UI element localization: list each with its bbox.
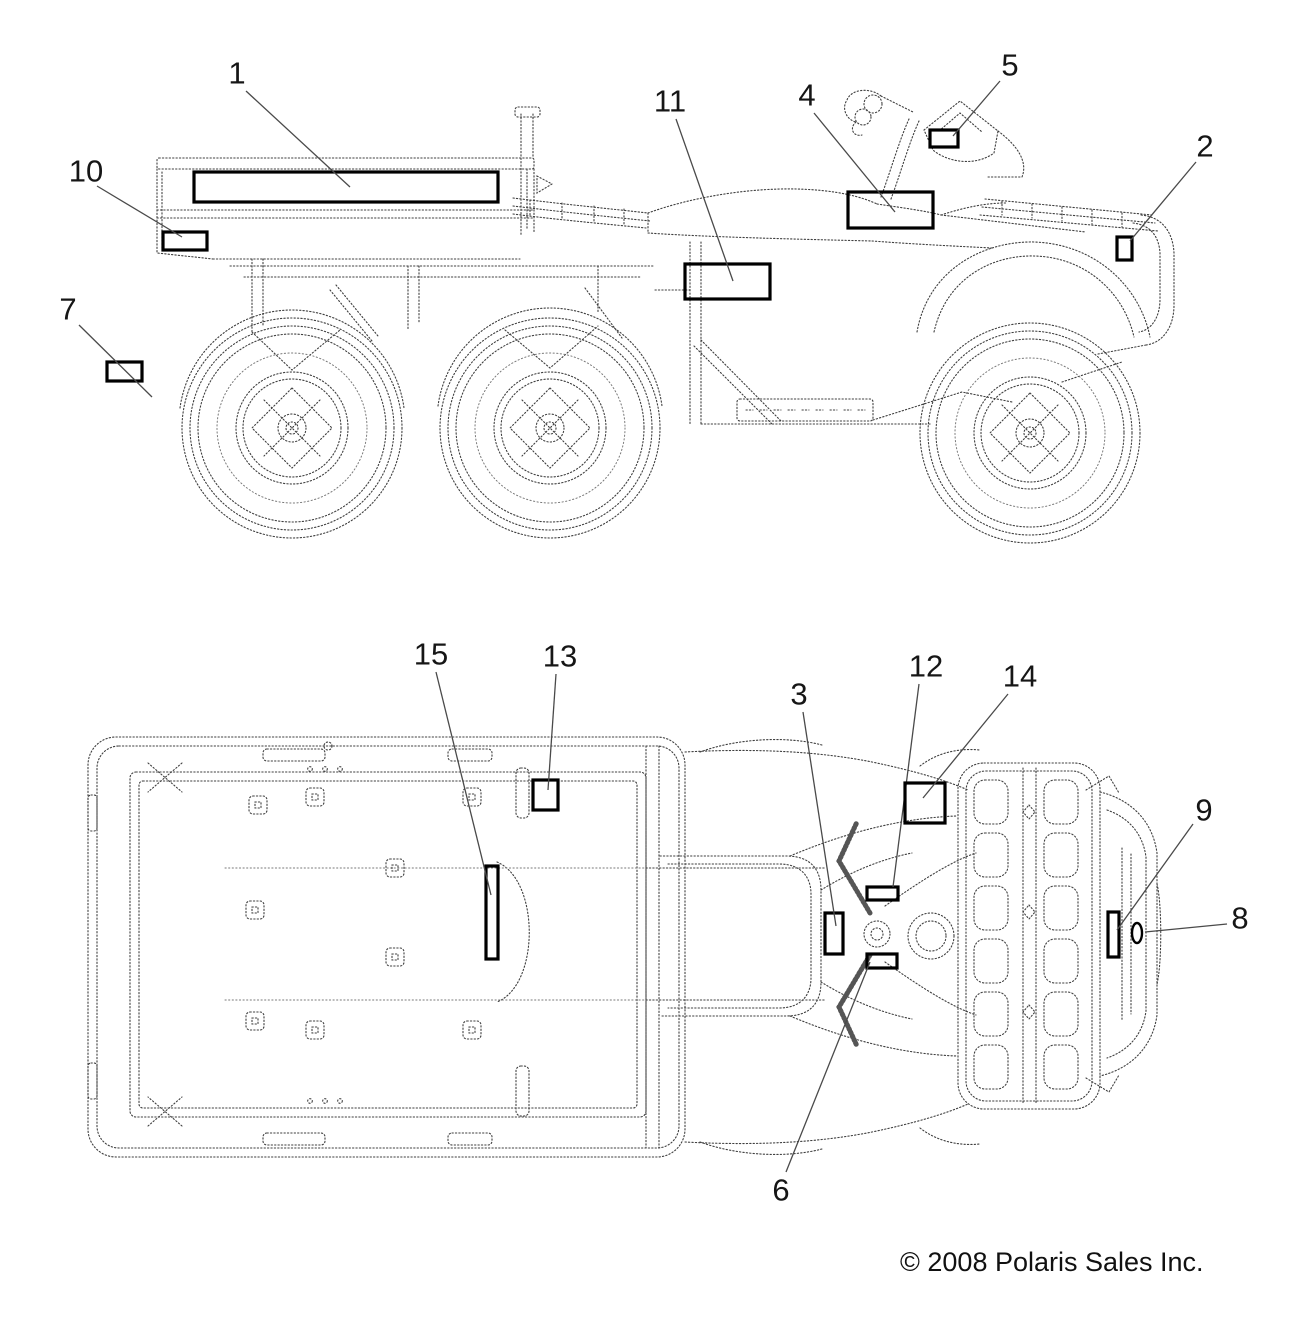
callout-number-11: 11 (654, 84, 686, 119)
decal-13-outline (531, 778, 560, 812)
front-rack-slots (973, 779, 1079, 1090)
cargo-box-top (87, 736, 686, 1158)
leader-line-2 (1129, 161, 1197, 242)
callout-number-6: 6 (772, 1173, 789, 1208)
decal-2-outline (1115, 235, 1134, 262)
leader-line-1 (245, 90, 351, 188)
callout-number-5: 5 (1001, 48, 1018, 83)
side-view: 1 2 4 5 7 10 11 (59, 48, 1214, 544)
decal-11-outline (683, 262, 772, 301)
leader-line-14 (922, 693, 1009, 799)
decal-7-outline (105, 360, 144, 383)
body-top (645, 739, 981, 1155)
dump-bed (156, 106, 656, 278)
decal-14-outline (903, 781, 947, 825)
callout-number-8: 8 (1231, 901, 1248, 936)
callout-number-1: 1 (228, 56, 245, 91)
decal-6-outline (865, 952, 899, 970)
decal-3-outline (823, 911, 845, 956)
side-view-callouts: 1 2 4 5 7 10 11 (59, 48, 1214, 398)
handlebar-assembly (844, 89, 1025, 200)
decal-8-outline (1130, 921, 1144, 945)
decal-10-outline (161, 230, 209, 252)
callout-number-10: 10 (69, 154, 103, 189)
callout-number-4: 4 (798, 78, 815, 113)
decal-5-outline (928, 128, 960, 149)
front-rack-top (957, 762, 1101, 1110)
leader-line-5 (952, 80, 1001, 137)
leader-line-13 (547, 673, 557, 791)
leader-line-11 (675, 118, 734, 282)
callout-number-3: 3 (790, 677, 807, 712)
leader-line-9 (1116, 823, 1194, 931)
chassis-frame (251, 241, 1013, 425)
decal-4-outline (846, 190, 935, 230)
callout-number-13: 13 (543, 639, 577, 674)
callout-number-7: 7 (59, 292, 76, 327)
rear-wheel-1 (181, 317, 403, 539)
callout-number-12: 12 (909, 649, 943, 684)
rear-wheel-2 (439, 317, 661, 539)
leader-line-15 (435, 671, 492, 896)
leader-line-10 (96, 185, 183, 238)
fenders (179, 241, 1151, 409)
callout-number-2: 2 (1196, 129, 1213, 164)
front-wheel (919, 322, 1141, 544)
decal-1-outline (192, 170, 500, 204)
leader-line-6 (785, 961, 871, 1173)
leader-line-3 (802, 711, 837, 927)
callout-number-14: 14 (1003, 659, 1037, 694)
leader-line-7 (78, 324, 153, 398)
cargo-box-hardware (245, 766, 482, 1104)
decal-9-outline (1106, 910, 1121, 959)
top-view: 3 6 8 9 12 13 14 15 (87, 637, 1249, 1208)
seat-and-body (512, 188, 1087, 249)
copyright-text: © 2008 Polaris Sales Inc. (900, 1247, 1204, 1277)
leader-line-4 (813, 112, 896, 213)
decal-15-outline (484, 864, 500, 961)
front-rack-and-bumper (940, 198, 1175, 383)
front-bumper-top (1085, 775, 1162, 1093)
top-view-callouts: 3 6 8 9 12 13 14 15 (414, 637, 1249, 1208)
callout-number-9: 9 (1195, 793, 1212, 828)
leader-line-8 (1144, 923, 1228, 933)
callout-number-15: 15 (414, 637, 448, 672)
decal-12-outline (865, 885, 900, 902)
